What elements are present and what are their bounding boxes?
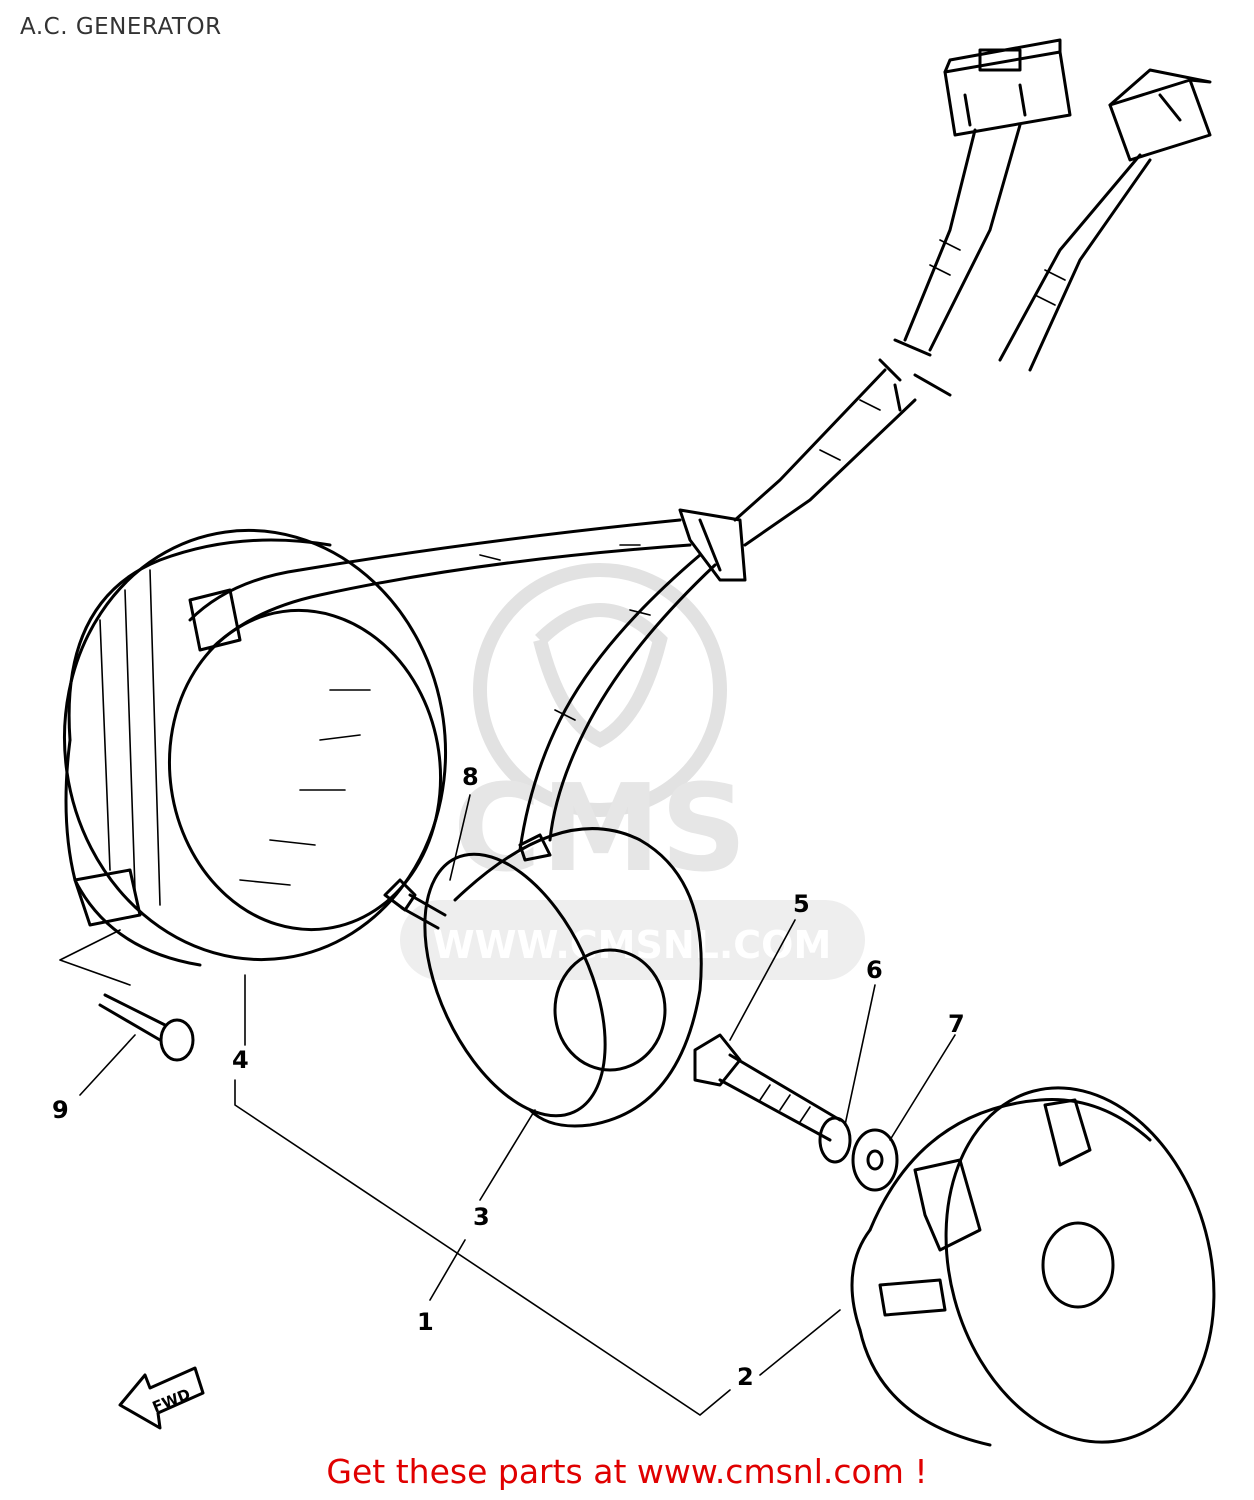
fwd-label: FWD (150, 1385, 193, 1416)
callout-8: 8 (462, 763, 479, 791)
plain-washer-7 (851, 1128, 899, 1192)
callout-7: 7 (948, 1010, 965, 1038)
lock-washer-6 (818, 1116, 852, 1164)
screw-9 (98, 993, 195, 1062)
callout-6: 6 (866, 956, 883, 984)
callout-2: 2 (737, 1363, 754, 1391)
bolt-5 (693, 1033, 842, 1142)
wire-grommet (678, 508, 747, 582)
callout-3: 3 (473, 1203, 490, 1231)
callout-5: 5 (793, 890, 810, 918)
footer-link[interactable]: Get these parts at www.cmsnl.com ! (326, 1452, 928, 1491)
wire-harness (733, 123, 1152, 547)
flywheel (850, 1086, 1216, 1447)
screw-8 (383, 878, 447, 930)
forward-direction-arrow: FWD (118, 1366, 205, 1430)
leader-lines (59, 794, 956, 1416)
stator-coil-ring (62, 528, 448, 967)
wire-connector-upper-left (943, 38, 1072, 137)
callout-9: 9 (52, 1096, 69, 1124)
watermark-url: WWW.CMSNL.COM (433, 923, 832, 967)
callout-1: 1 (417, 1308, 434, 1336)
page-title: A.C. GENERATOR (20, 14, 222, 40)
callout-4: 4 (232, 1046, 249, 1074)
wire-connector-upper-right (1108, 68, 1212, 162)
